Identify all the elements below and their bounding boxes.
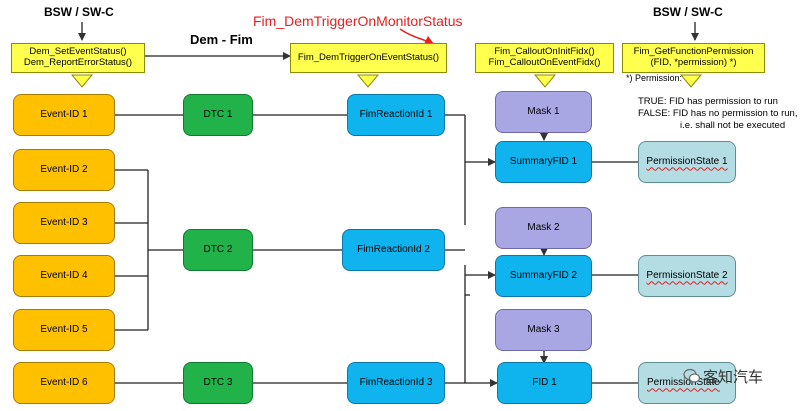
watermark-text: 客知汽车 [703, 369, 764, 386]
permission-state-box-2: PermissionState 2 [638, 255, 736, 297]
reaction-box-3: FimReactionId 3 [347, 362, 445, 404]
event-box-2: Event-ID 2 [13, 149, 115, 191]
event-box-3: Event-ID 3 [13, 202, 115, 244]
callout-api-box: Fim_CalloutOnInitFidx() Fim_CalloutOnEve… [475, 43, 614, 73]
permission-note: *) Permission: [626, 73, 683, 83]
callout-api-line1: Fim_CalloutOnInitFidx() [494, 46, 595, 58]
permission-state-box-1: PermissionState 1 [638, 141, 736, 183]
get-permission-line1: Fim_GetFunctionPermission [633, 46, 754, 58]
reaction-box-1: FimReactionId 1 [347, 94, 445, 136]
trigger-api-text: Fim_DemTriggerOnEventStatus() [297, 51, 440, 63]
permission-state-label-2: PermissionState 2 [646, 270, 728, 282]
bsw-swc-left-label: BSW / SW-C [44, 5, 114, 19]
wechat-icon [683, 368, 701, 383]
mask-box-1: Mask 1 [495, 91, 592, 133]
trigger-api-box: Fim_DemTriggerOnEventStatus() [290, 43, 447, 73]
dtc-box-2: DTC 2 [183, 229, 253, 271]
mask-box-3: Mask 3 [495, 309, 592, 351]
get-permission-line2: (FID, *permission) *) [650, 57, 737, 68]
event-box-6: Event-ID 6 [13, 362, 115, 404]
permission-true-line: TRUE: FID has permission to run [638, 96, 778, 107]
permission-false-line2: i.e. shall not be executed [680, 120, 786, 131]
permission-state-label-3: PermissionState [647, 377, 720, 389]
callout-api-line2: Fim_CalloutOnEventFidx() [488, 57, 601, 68]
bsw-swc-right-label: BSW / SW-C [653, 5, 723, 19]
summary-fid-box-1: SummaryFID 1 [495, 141, 592, 183]
trigger-callout-label: Fim_DemTriggerOnMonitorStatus [253, 13, 463, 29]
event-box-5: Event-ID 5 [13, 309, 115, 351]
dem-api-line1: Dem_SetEventStatus() [29, 46, 127, 58]
permission-false-line1: FALSE: FID has no permission to run, [638, 108, 798, 119]
event-box-1: Event-ID 1 [13, 94, 115, 136]
permission-state-label-1: PermissionState 1 [646, 156, 728, 168]
dtc-box-3: DTC 3 [183, 362, 253, 404]
event-box-4: Event-ID 4 [13, 255, 115, 297]
get-permission-api-box: Fim_GetFunctionPermission (FID, *permiss… [622, 43, 765, 73]
dem-fim-label: Dem - Fim [190, 32, 253, 47]
permission-state-box-3: PermissionState [638, 362, 736, 404]
dtc-box-1: DTC 1 [183, 94, 253, 136]
mask-box-2: Mask 2 [495, 207, 592, 249]
fid-box-1: FID 1 [497, 362, 592, 404]
dem-api-box: Dem_SetEventStatus() Dem_ReportErrorStat… [11, 43, 145, 73]
reaction-box-2: FimReactionId 2 [342, 229, 445, 271]
summary-fid-box-2: SummaryFID 2 [495, 255, 592, 297]
dem-api-line2: Dem_ReportErrorStatus() [23, 57, 133, 68]
